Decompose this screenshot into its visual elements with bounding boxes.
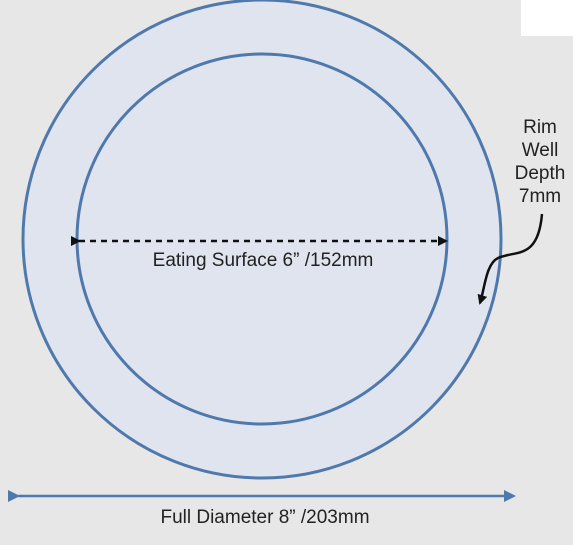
well-label-line: Well	[521, 140, 559, 161]
rim-well-depth-pointer	[477, 213, 544, 305]
rim-well-depth-label: Rim Well Depth 7mm	[505, 116, 573, 208]
depth-value-label: 7mm	[518, 186, 562, 207]
corner-box	[521, 0, 573, 36]
full-diameter-label: Full Diameter 8” /203mm	[160, 507, 370, 528]
eating-surface-circle	[75, 52, 449, 426]
depth-label-line: Depth	[514, 163, 566, 184]
eating-surface-label: Eating Surface 6” /152mm	[152, 250, 374, 271]
rim-label-line: Rim	[523, 117, 557, 138]
